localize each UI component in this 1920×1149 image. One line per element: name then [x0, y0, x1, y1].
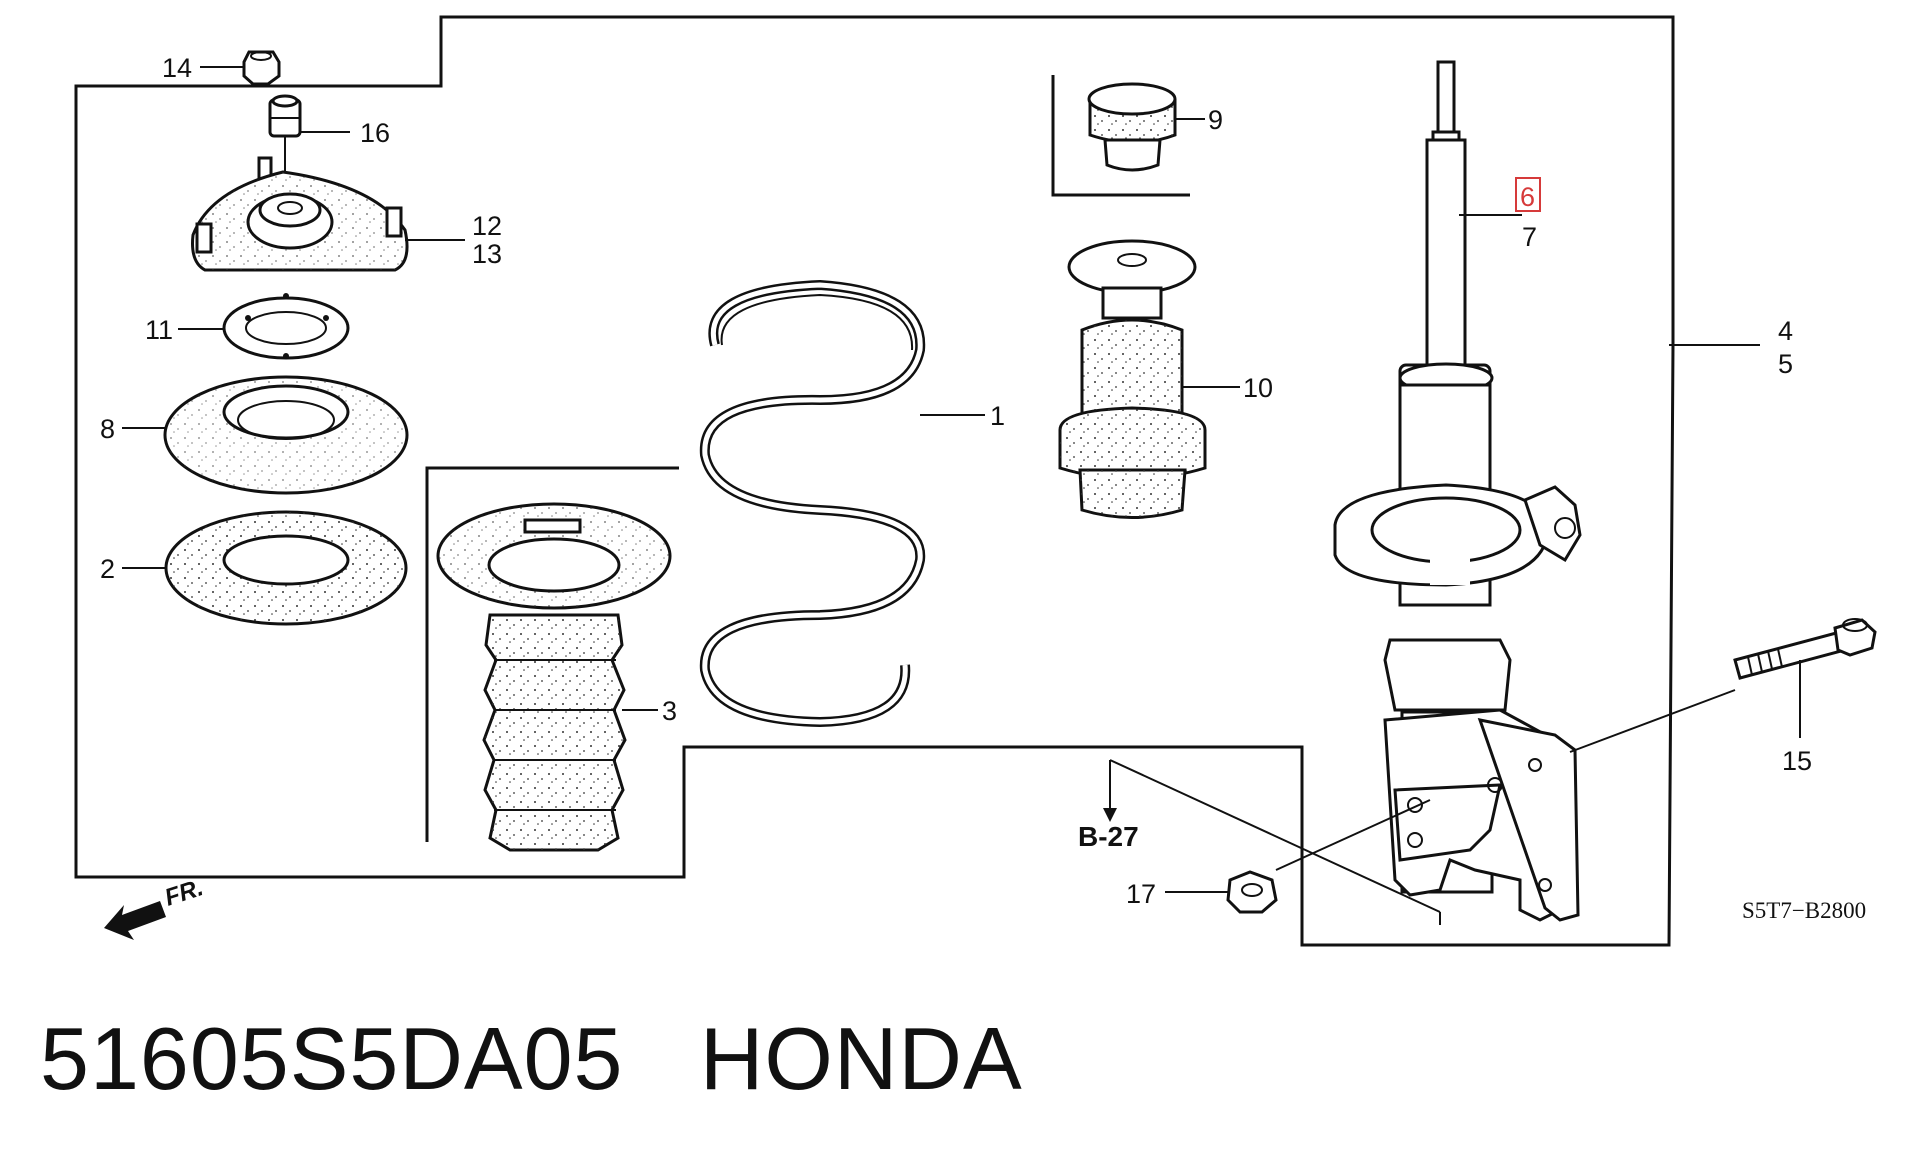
callout-1: 1	[990, 401, 1005, 431]
bump-stop-10	[1058, 239, 1207, 519]
lower-spring-seat-rubber-2	[164, 510, 408, 626]
callout-12: 12	[472, 211, 502, 241]
front-arrow-icon	[104, 901, 166, 940]
callout-17: 17	[1126, 879, 1156, 909]
bearing-11	[222, 293, 350, 360]
upper-spring-seat-8	[163, 375, 409, 495]
callout-9: 9	[1208, 105, 1223, 135]
upper-mount-12-13	[191, 170, 409, 272]
figure-code: S5T7−B2800	[1742, 898, 1866, 923]
assembly-frame	[74, 15, 1675, 947]
mounting-bolt-15	[1733, 618, 1877, 680]
upper-nut-14	[242, 50, 281, 86]
callout-5: 5	[1778, 349, 1793, 379]
bump-stop-group-bracket	[1051, 75, 1190, 197]
dust-boot-3	[436, 502, 672, 852]
callout-13: 13	[472, 239, 502, 269]
callout-8: 8	[100, 414, 115, 444]
self-locking-nut-16	[268, 94, 302, 138]
highlight-box-6	[1515, 177, 1541, 212]
front-label: FR.	[162, 874, 207, 912]
spring-seat-group-bracket	[425, 466, 679, 842]
reference-b27: B-27	[1078, 821, 1139, 852]
part-number: 51605S5DA05	[40, 1009, 624, 1108]
flange-nut-17	[1226, 870, 1278, 914]
callout-2: 2	[100, 554, 115, 584]
leader-lines	[122, 66, 1801, 925]
coil-spring-1	[699, 279, 926, 728]
part-caption: 51605S5DA05 HONDA	[40, 1008, 1023, 1110]
callout-16: 16	[360, 118, 390, 148]
callout-11: 11	[145, 315, 173, 345]
callout-14: 14	[162, 53, 192, 83]
callout-4: 4	[1778, 316, 1793, 346]
callout-10: 10	[1243, 373, 1273, 403]
shock-absorber-strut-4-5	[1333, 60, 1582, 922]
callout-15: 15	[1782, 746, 1812, 776]
callout-3: 3	[662, 696, 677, 726]
brand-name: HONDA	[699, 1009, 1023, 1108]
callout-7: 7	[1522, 222, 1537, 252]
bump-stop-cap-9	[1087, 82, 1177, 172]
callout-6: 6	[1520, 182, 1535, 212]
